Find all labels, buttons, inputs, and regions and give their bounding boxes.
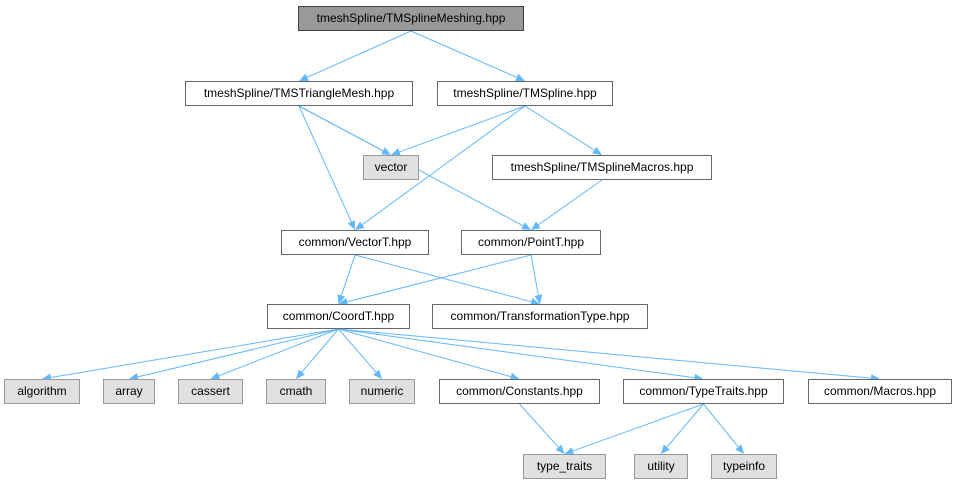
edge-n0-n1 (307, 30, 412, 78)
node-cmath: cmath (266, 379, 326, 404)
edge-n0-n2 (410, 30, 517, 78)
node-constants[interactable]: common/Constants.hpp (439, 379, 600, 404)
edge-arrowhead (530, 297, 540, 306)
edge-n7-n16 (338, 328, 872, 379)
edge-arrowhead (564, 447, 575, 455)
node-tmsplinemeshing: tmeshSpline/TMSplineMeshing.hpp (298, 6, 524, 31)
edge-arrowhead (210, 371, 221, 380)
edge-arrowhead (129, 373, 139, 381)
edge-arrowhead (338, 297, 349, 306)
edge-arrowhead (515, 73, 525, 82)
node-numeric: numeric (349, 379, 415, 404)
edge-n15-n19 (703, 403, 739, 448)
edge-arrowhead (534, 294, 543, 304)
node-cassert: cassert (178, 379, 243, 404)
node-typeinfo: typeinfo (711, 454, 777, 479)
edge-n6-n7 (347, 254, 532, 303)
node-macros[interactable]: common/Macros.hpp (808, 379, 952, 404)
edge-arrowhead (509, 372, 520, 381)
edge-n7-n13 (338, 328, 377, 373)
edge-n5-n8 (354, 254, 532, 303)
node-algorithm: algorithm (4, 379, 80, 404)
node-tmstrianglemesh[interactable]: tmeshSpline/TMSTriangleMesh.hpp (185, 81, 413, 106)
node-utility: utility (634, 454, 688, 479)
node-pointt[interactable]: common/PointT.hpp (461, 230, 601, 255)
edge-arrowhead (661, 444, 670, 454)
edge-arrowhead (592, 146, 602, 155)
node-tmspline[interactable]: tmeshSpline/TMSpline.hpp (437, 81, 613, 106)
edge-n7-n11 (218, 328, 339, 377)
edge-n7-n14 (338, 328, 511, 378)
edge-arrowhead (373, 369, 382, 379)
node-type-traits: type_traits (523, 454, 606, 479)
node-vectort[interactable]: common/VectorT.hpp (281, 230, 429, 255)
edge-arrowhead (381, 147, 391, 155)
edge-arrowhead (355, 221, 365, 230)
edge-n14-n17 (519, 403, 559, 448)
edge-n15-n18 (666, 403, 704, 448)
edge-n5-n7 (340, 254, 356, 296)
edge-arrowhead (521, 222, 531, 230)
edge-n4-n6 (538, 179, 603, 226)
node-transformationtype[interactable]: common/TransformationType.hpp (432, 304, 648, 329)
edge-n7-n10 (137, 328, 339, 378)
edge-n2-n5 (361, 105, 526, 226)
edge-arrowhead (735, 444, 744, 454)
edge-n15-n17 (572, 403, 704, 452)
node-coordt[interactable]: common/CoordT.hpp (267, 304, 410, 329)
edge-arrowhead (296, 369, 305, 379)
edge-n7-n15 (338, 328, 695, 379)
edge-n2-n3 (399, 105, 526, 153)
node-array: array (103, 379, 155, 404)
edge-n1-n5 (298, 105, 352, 223)
edge-arrowhead (347, 220, 355, 230)
edge-n7-n9 (50, 328, 339, 378)
edge-arrowhead (337, 294, 346, 304)
node-typetraits-hpp[interactable]: common/TypeTraits.hpp (623, 379, 784, 404)
node-tmsplinemacros[interactable]: tmeshSpline/TMSplineMacros.hpp (492, 155, 712, 180)
edge-arrowhead (555, 444, 565, 454)
edge-n6-n8 (530, 254, 539, 296)
edge-arrowhead (531, 221, 541, 230)
edge-arrowhead (391, 148, 401, 156)
edge-arrowhead (299, 73, 309, 81)
edge-n2-n4 (524, 105, 595, 151)
node-vector: vector (363, 155, 419, 180)
edge-n7-n12 (301, 328, 339, 373)
